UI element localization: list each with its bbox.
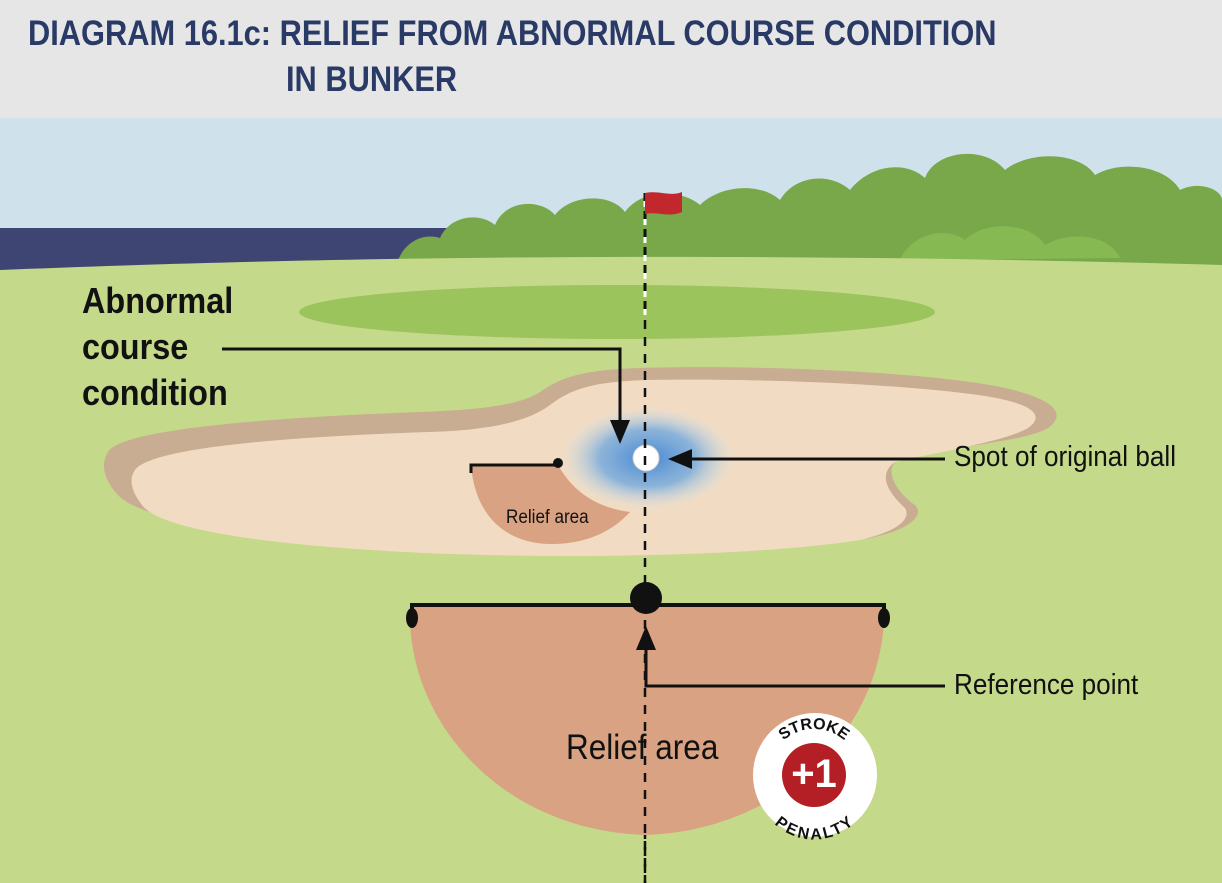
arrow-reference-line [644,648,945,688]
arrow-spot-head [668,449,692,469]
relief-area-small-bracket [469,463,558,473]
flag [645,192,682,215]
bracket-end-right [878,608,890,628]
penalty-badge-inner [782,743,846,807]
label-reference-point: Reference point [954,669,1139,701]
badge-stroke-number: +1 [791,752,837,796]
label-acc-line-1: Abnormal [82,280,234,321]
tree-highlights [900,226,1120,260]
diagram-title-line-1: DIAGRAM 16.1c: RELIEF FROM ABNORMAL COUR… [28,14,997,53]
label-spot-of-original-ball: Spot of original ball [954,441,1176,473]
label-relief-area-small: Relief area [506,507,589,528]
title-bar: DIAGRAM 16.1c: RELIEF FROM ABNORMAL COUR… [0,0,1222,118]
putting-green [299,285,935,339]
arrow-reference-head [636,626,656,650]
bracket-end-left [406,608,418,628]
relief-area-small-shape [471,465,630,544]
reference-point [630,582,662,614]
label-acc-line-2: course [82,326,189,367]
arrow-abnormal-condition [222,347,622,428]
diagram-title-line-2: IN BUNKER [286,60,458,99]
arrow-abnormal-condition-head [610,420,630,444]
label-acc-line-3: condition [82,372,228,413]
label-abnormal-course-condition: Abnormal course condition [82,278,233,416]
label-relief-area-large: Relief area [566,728,719,767]
